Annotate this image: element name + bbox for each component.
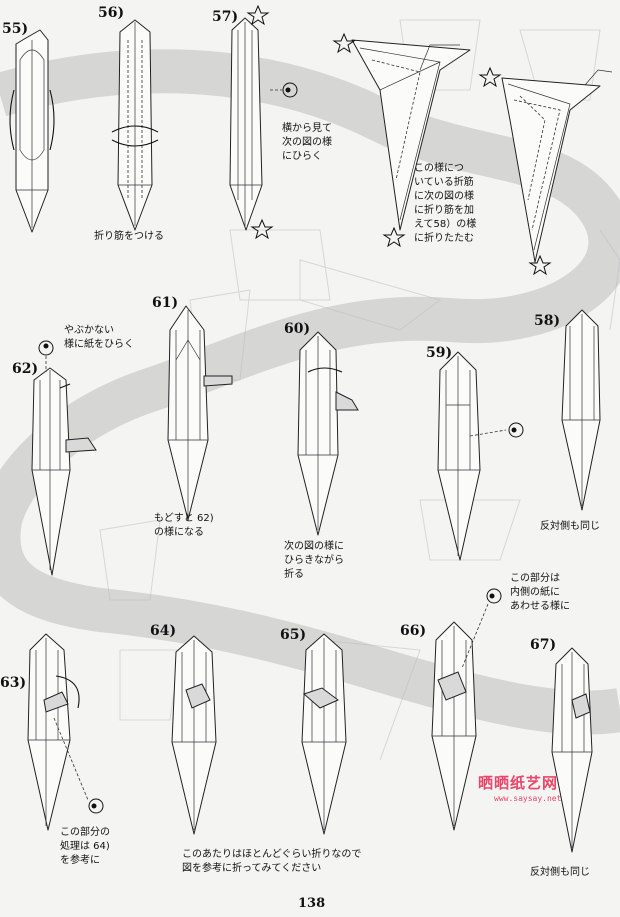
step-number-67: 67) — [530, 637, 557, 653]
note-step-60: 次の図の様に ひらきながら 折る — [284, 541, 344, 580]
page-number: 138 — [298, 896, 326, 911]
figure-step-56 — [111, 19, 159, 231]
note-step-66: この部分は 内側の紙に あわせる様に — [510, 573, 570, 612]
note-step-61: もどすと 62) の様になる — [154, 513, 214, 538]
figure-step-57 — [229, 4, 298, 240]
watermark-url: www.saysay.net — [494, 794, 562, 803]
figure-step-62 — [31, 340, 97, 576]
figure-step-57-opened — [332, 32, 613, 276]
figure-step-59 — [437, 351, 524, 561]
figure-step-64 — [171, 635, 217, 835]
step-number-63: 63) — [0, 675, 27, 691]
figure-step-60 — [297, 331, 359, 536]
step-number-58: 58) — [534, 313, 561, 329]
figure-step-58 — [561, 309, 601, 511]
note-step-56: 折り筋をつける — [94, 231, 164, 242]
step-number-62: 62) — [12, 361, 39, 377]
figure-step-63 — [27, 633, 104, 831]
step-number-61: 61) — [152, 295, 179, 311]
step-number-57: 57) — [212, 9, 239, 25]
step-number-56: 56) — [98, 5, 125, 21]
step-number-60: 60) — [284, 321, 311, 337]
step-number-55: 55) — [2, 21, 29, 37]
figure-step-65 — [301, 633, 347, 835]
note-step-64: このあたりはほとんどぐらい折りなので 図を参考に折ってみてください — [182, 849, 362, 874]
step-number-64: 64) — [150, 623, 177, 639]
note-step-63: この部分の 処理は 64) を参考に — [60, 827, 110, 866]
step-number-66: 66) — [400, 623, 427, 639]
note-step-67: 反対側も同じ — [530, 867, 590, 878]
note-step-58: 反対側も同じ — [540, 521, 600, 532]
watermark-logo: 晒晒纸艺网 — [478, 774, 559, 792]
note-step-57-fold: この様につ いている折筋 に次の図の様 に折り筋を加 えて58）の様 に折りたた… — [414, 163, 477, 244]
note-step-62: やぶかない 様に紙をひらく — [64, 325, 134, 350]
figure-step-61 — [167, 305, 233, 521]
figure-step-66 — [431, 588, 502, 831]
figure-step-67 — [551, 647, 593, 853]
step-number-65: 65) — [280, 627, 307, 643]
figure-step-55 — [9, 29, 55, 233]
step-number-59: 59) — [426, 345, 453, 361]
note-step-57: 横から見て 次の図の様 にひらく — [282, 123, 332, 162]
